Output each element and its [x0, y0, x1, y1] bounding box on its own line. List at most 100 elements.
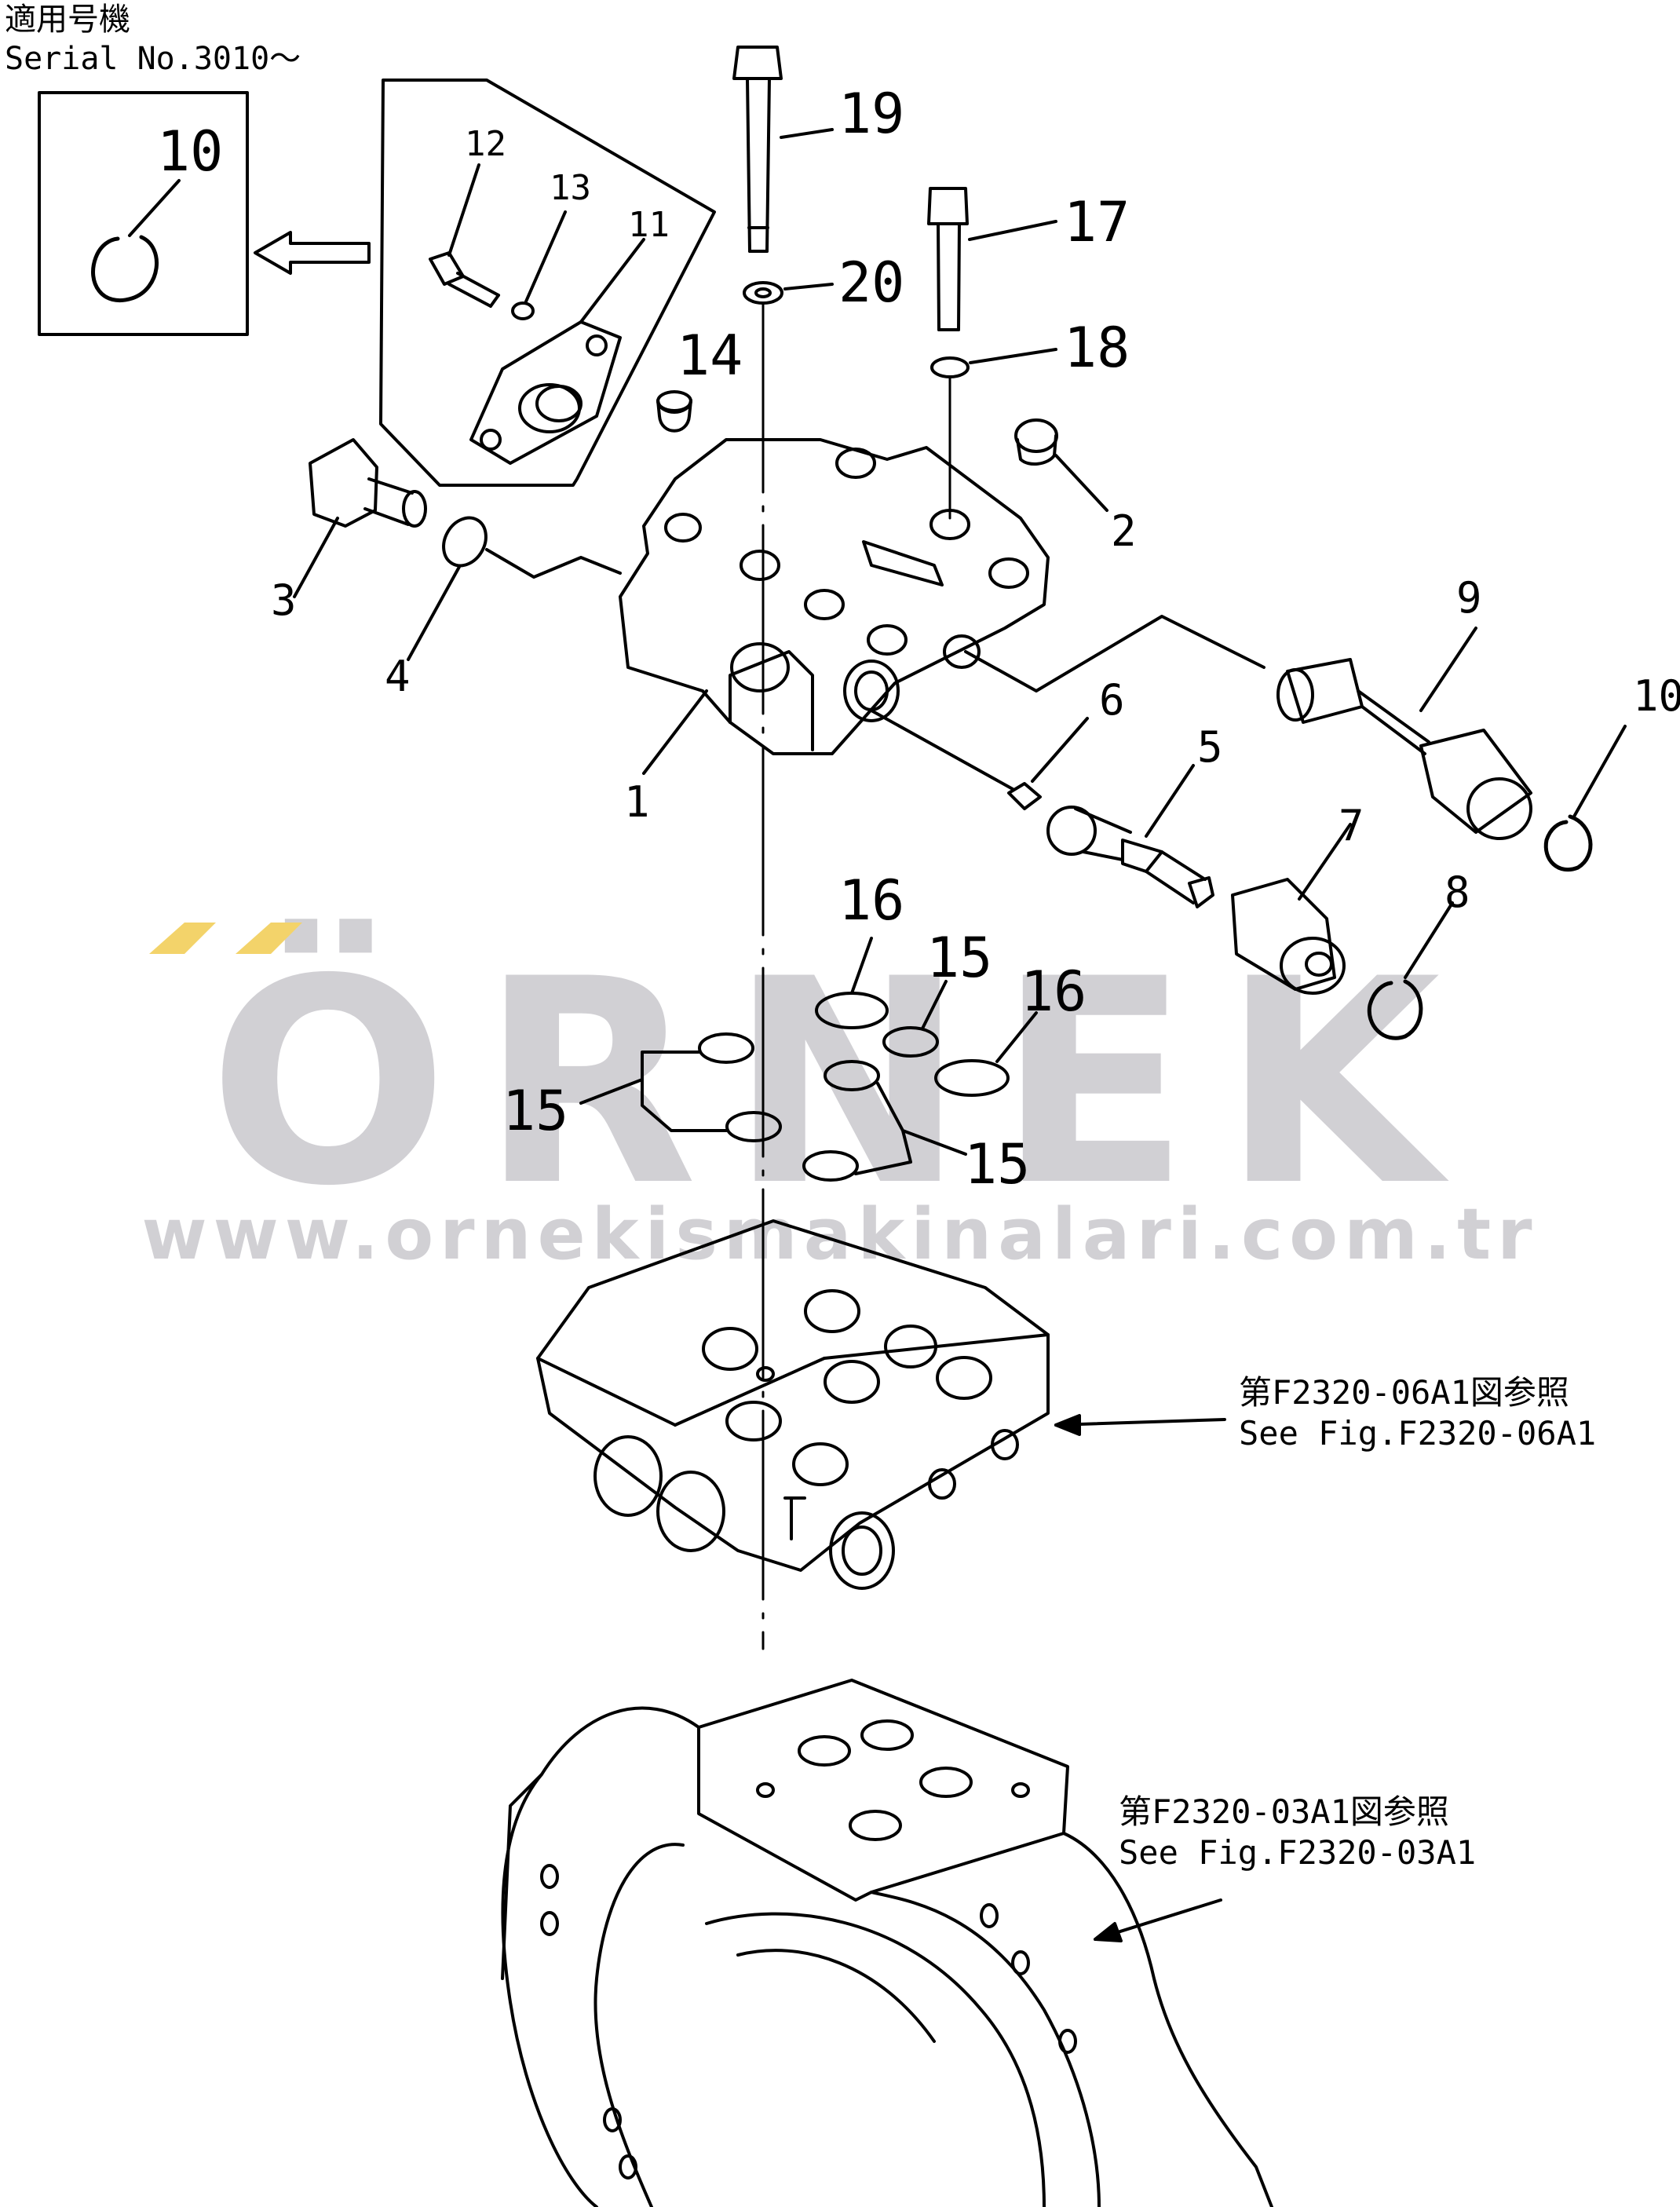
reference-note-f2320-06a1: 第F2320-06A1図参照 See Fig.F2320-06A1	[1239, 1372, 1596, 1454]
leader-19	[780, 128, 834, 139]
valve-body-1	[619, 438, 1050, 755]
oring-16b	[934, 1059, 1010, 1097]
plug-14	[656, 399, 692, 433]
leader-5	[1145, 764, 1195, 838]
serial-header: 適用号機 Serial No.3010～	[5, 0, 301, 79]
part-label-6: 6	[1099, 675, 1125, 725]
leader-17	[968, 220, 1057, 241]
washer-18	[930, 356, 970, 378]
plug-14-top	[656, 390, 692, 412]
leader-3	[293, 517, 339, 598]
leader-16b	[995, 1011, 1038, 1063]
part-label-16b: 16	[1021, 959, 1087, 1024]
ref2-jp: 第F2320-03A1図参照	[1119, 1792, 1449, 1831]
cover-11	[469, 320, 622, 465]
plug-2	[1014, 418, 1058, 466]
serial-number: Serial No.3010～	[5, 41, 301, 77]
snap-ring-8	[1367, 979, 1423, 1040]
inset-arrow	[254, 231, 371, 275]
spool-5	[1046, 806, 1214, 908]
ref1-arrowhead	[1054, 1414, 1081, 1436]
oring-16a	[815, 992, 889, 1029]
cover-group-outline	[379, 79, 716, 487]
ref2-arrowhead	[1094, 1922, 1123, 1942]
bracket-15-left	[579, 1051, 728, 1132]
part-label-17: 17	[1064, 190, 1130, 254]
inset-snap-ring	[91, 235, 159, 302]
inset-part-label: 10	[157, 119, 224, 184]
piston-7	[1231, 878, 1346, 995]
snap-ring-10	[1543, 814, 1593, 871]
part-label-1: 1	[624, 777, 650, 827]
part-label-13: 13	[550, 168, 591, 208]
washer-13	[511, 301, 535, 320]
ref1-arrow	[1054, 1418, 1226, 1427]
inset-box	[38, 91, 249, 336]
part-label-19: 19	[838, 82, 905, 146]
leader-2	[1054, 454, 1108, 512]
part-label-8: 8	[1444, 868, 1470, 917]
oring-15d	[824, 1060, 880, 1091]
ref1-en: See Fig.F2320-06A1	[1239, 1414, 1597, 1452]
applicable-models-label: 適用号機	[5, 2, 130, 38]
oring-15c	[725, 1111, 782, 1142]
watermark-accent-right	[236, 923, 302, 954]
watermark-url: www.ornekismakinalari.com.tr	[141, 1193, 1539, 1276]
part-label-16a: 16	[838, 868, 905, 933]
ref1-jp: 第F2320-06A1図参照	[1239, 1373, 1569, 1412]
leader-12	[447, 163, 480, 257]
oring-15e	[802, 1150, 859, 1182]
inset-leader	[128, 179, 181, 237]
leader-6	[1031, 717, 1089, 783]
bolt-19	[732, 46, 783, 253]
watermark-logo: ÖRNEK	[208, 919, 1472, 1248]
part-label-15c: 15	[964, 1132, 1031, 1197]
bolt-12	[429, 251, 500, 308]
reference-note-f2320-03a1: 第F2320-03A1図参照 See Fig.F2320-03A1	[1119, 1792, 1476, 1873]
ref2-en: See Fig.F2320-03A1	[1119, 1833, 1477, 1872]
plug-3	[309, 438, 427, 528]
part-label-15a: 15	[926, 926, 993, 990]
part-label-15b: 15	[502, 1079, 569, 1143]
part-label-14: 14	[677, 323, 743, 388]
part-label-10: 10	[1633, 671, 1680, 721]
part-label-3: 3	[271, 576, 297, 625]
lower-valve-block	[536, 1219, 1050, 1590]
leader-9	[1419, 627, 1477, 712]
oring-4	[442, 516, 488, 568]
leader-15a	[921, 980, 948, 1030]
washer-20	[743, 281, 783, 305]
part-label-20: 20	[838, 250, 905, 315]
leader-18	[969, 348, 1057, 364]
leader-5-to-body	[870, 709, 1014, 791]
part-label-2: 2	[1111, 506, 1137, 556]
oring-15a	[882, 1026, 939, 1058]
part-label-4: 4	[385, 652, 411, 701]
leader-1	[642, 689, 708, 775]
part-label-5: 5	[1197, 722, 1223, 772]
leader-16a	[850, 937, 873, 995]
watermark-accent-left	[149, 923, 216, 954]
leader-11	[579, 238, 645, 323]
spool-9	[1276, 658, 1532, 840]
oring-15b	[698, 1032, 754, 1064]
part-label-12: 12	[465, 124, 506, 164]
part-label-7: 7	[1339, 801, 1364, 850]
leader-13	[524, 210, 567, 303]
spring-6	[1007, 782, 1042, 810]
leader-7	[1298, 823, 1352, 901]
leader-20	[783, 283, 834, 290]
bracket-15-right	[854, 1082, 967, 1175]
transmission-housing	[501, 1679, 1273, 2207]
part-label-9: 9	[1456, 573, 1482, 623]
leader-8	[1404, 901, 1454, 979]
bolt-17	[927, 187, 969, 331]
leader-4-to-body	[485, 548, 622, 579]
leader-10	[1572, 725, 1627, 818]
part-label-11: 11	[628, 205, 670, 245]
leader-9-to-body	[964, 615, 1265, 692]
part-label-18: 18	[1064, 316, 1130, 380]
leader-4	[407, 565, 461, 661]
